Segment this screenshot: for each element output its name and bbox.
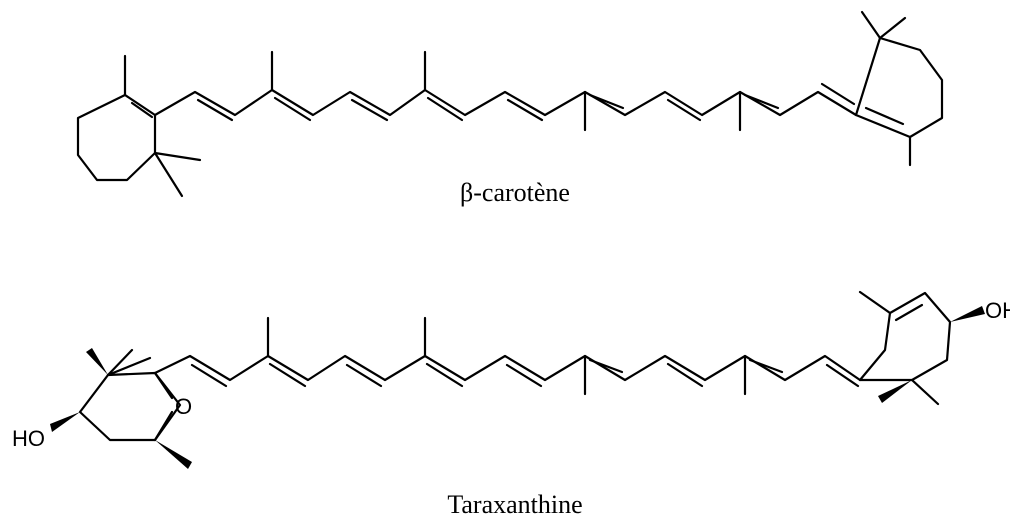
tx-right-ring <box>858 291 952 382</box>
tx-db-4 <box>425 362 464 388</box>
tx-ho-label: HO <box>12 426 45 451</box>
bc-db-6 <box>588 93 625 110</box>
bc-left-ring-double <box>130 101 154 119</box>
tx-gem-methyl-2 <box>106 348 134 377</box>
beta-carotene-structure <box>76 10 944 198</box>
bc-right-ring-double <box>864 106 905 126</box>
tx-right-ring-double <box>894 303 924 322</box>
bc-db-2 <box>273 96 312 122</box>
tx-db-9 <box>825 363 860 388</box>
bc-db-3 <box>350 98 389 122</box>
beta-carotene-caption: β-carotène <box>460 178 570 207</box>
tx-oh-wedge <box>950 306 985 322</box>
tx-right-methyl-top <box>858 290 892 315</box>
tx-db-3 <box>345 363 383 388</box>
tx-polyene-chain <box>153 354 862 382</box>
tx-epoxide-o1 <box>153 371 174 400</box>
taraxanthine-caption: Taraxanthine <box>447 490 583 519</box>
tx-db-8 <box>748 358 784 374</box>
bc-db-5 <box>506 98 544 122</box>
tx-db-1 <box>190 363 228 388</box>
bc-right-gem-methyl-1 <box>860 10 882 40</box>
bc-gem-methyl-2 <box>153 151 184 198</box>
tx-db-2 <box>268 362 307 388</box>
tx-left-ring <box>78 371 182 442</box>
tx-right-gem-wedge <box>878 380 912 403</box>
bc-db-1 <box>196 98 234 122</box>
bc-polyene-chain <box>153 88 858 117</box>
bc-db-8 <box>743 93 780 110</box>
taraxanthine-structure: O OH HO <box>12 290 1010 469</box>
tx-epoxide-methyl-wedge <box>155 440 192 469</box>
tx-gem-methyl-wedge <box>86 348 108 375</box>
bc-db-9 <box>820 82 856 106</box>
bc-gem-methyl-1 <box>153 151 202 162</box>
tx-epoxide-o-label: O <box>175 394 192 419</box>
tx-ho-wedge <box>50 412 80 432</box>
bc-db-4 <box>426 96 464 122</box>
tx-db-7 <box>666 362 704 388</box>
tx-db-5 <box>505 363 543 388</box>
bc-left-ring <box>76 93 157 182</box>
tx-gem-methyl-3 <box>106 356 152 377</box>
bc-right-gem-methyl-2 <box>878 16 907 40</box>
tx-oh-label: OH <box>985 298 1010 323</box>
bc-db-7 <box>666 98 702 122</box>
tx-epoxide-o2 <box>153 410 174 442</box>
tx-right-gem-methyl-2 <box>910 378 940 406</box>
tx-db-6 <box>588 358 624 374</box>
